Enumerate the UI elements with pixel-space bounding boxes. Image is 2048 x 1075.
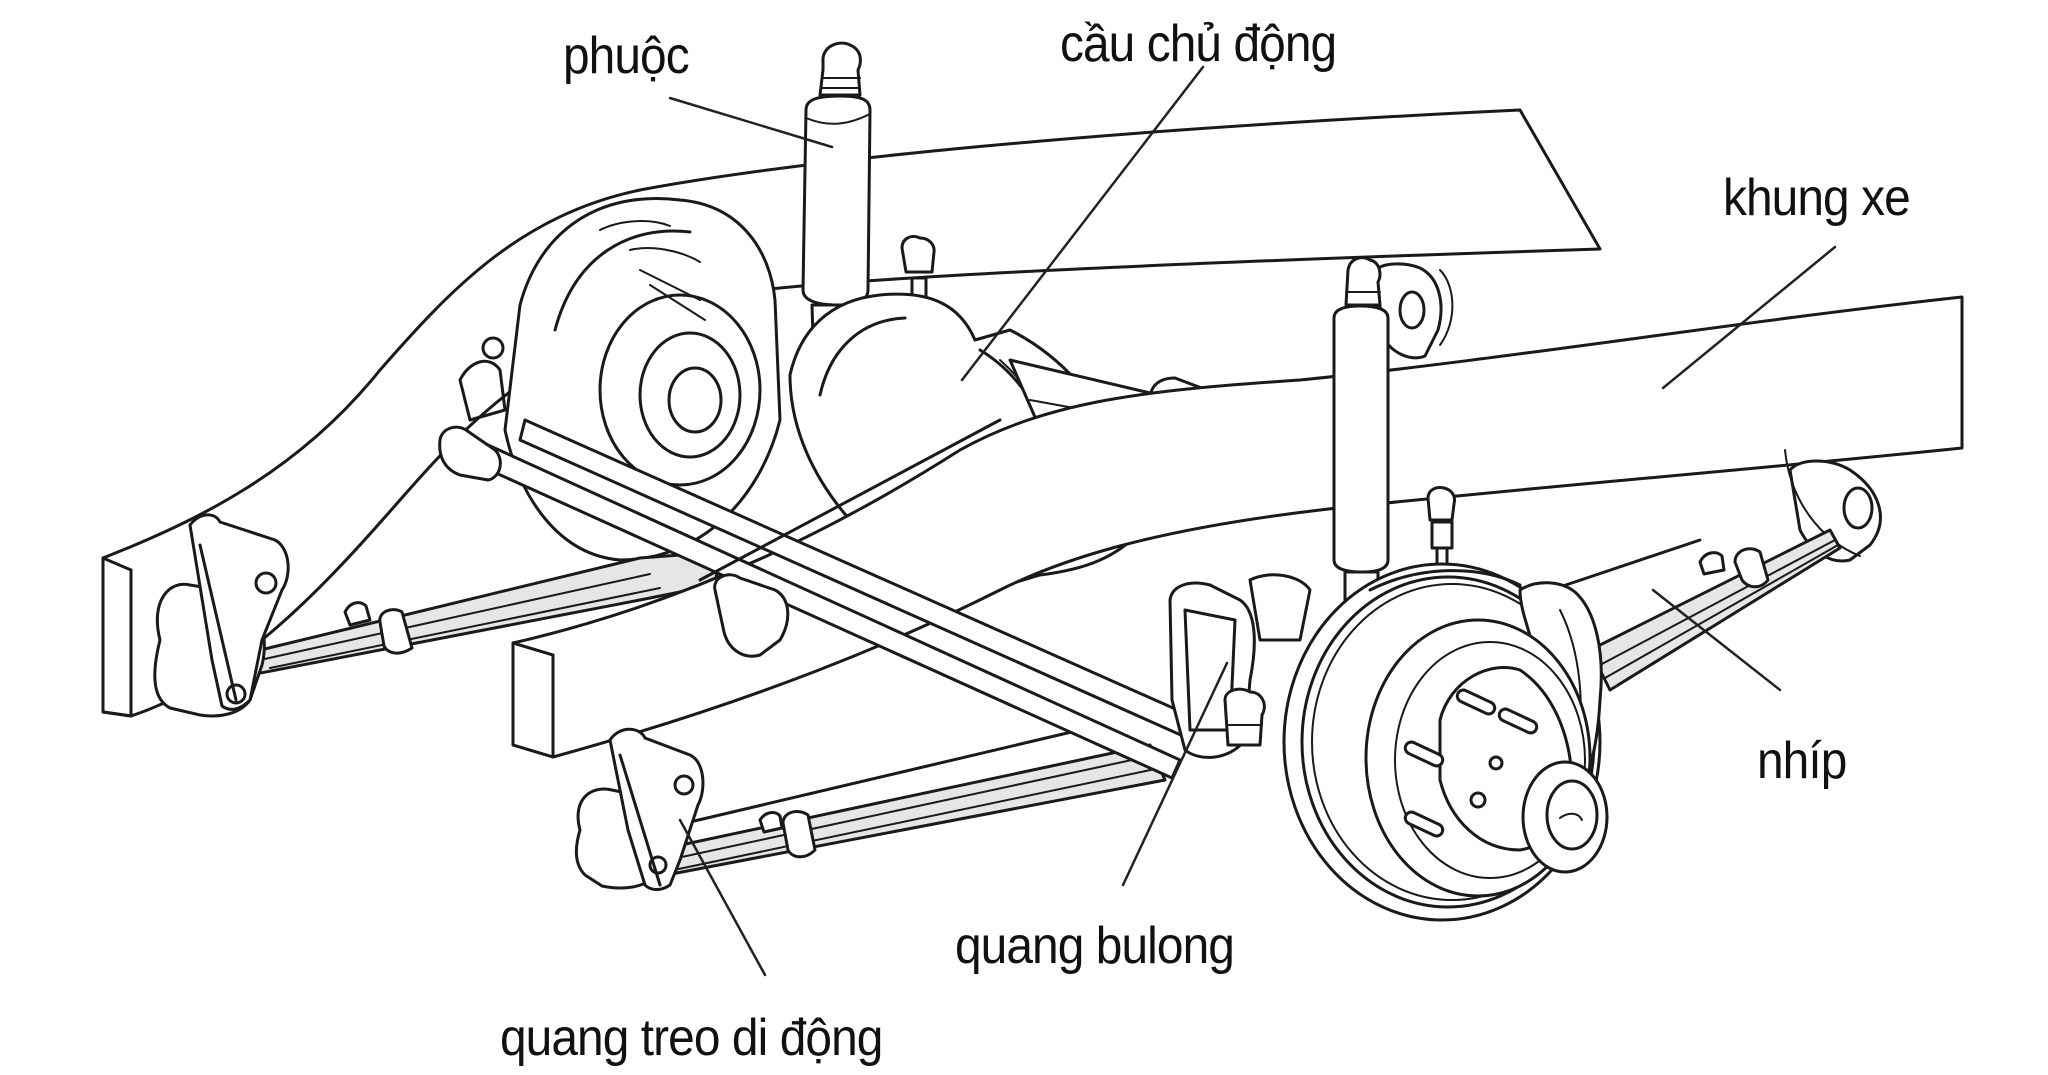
shackle-front bbox=[574, 727, 705, 891]
leader-line-shackle bbox=[678, 818, 767, 977]
wheel-hub bbox=[1364, 618, 1609, 898]
frame-rail-rear bbox=[101, 108, 1602, 718]
leader-line-u-bolt bbox=[1121, 661, 1229, 887]
leader-line-shock bbox=[668, 96, 834, 149]
bump-stop-right bbox=[1426, 486, 1456, 567]
leader-line-leaf-spring bbox=[1651, 588, 1782, 692]
label-drive-axle: cầu chủ động bbox=[1060, 15, 1337, 73]
u-bolt-bracket bbox=[1168, 573, 1312, 759]
leader-line-frame bbox=[1661, 245, 1837, 390]
brake-backing-plate-left bbox=[481, 197, 782, 562]
label-shackle: quang treo di động bbox=[500, 1009, 883, 1067]
label-frame: khung xe bbox=[1723, 169, 1911, 227]
label-shock-absorber: phuộc bbox=[563, 27, 690, 85]
spring-hanger-right bbox=[1784, 449, 1882, 563]
leaf-spring-right bbox=[1543, 528, 1842, 692]
spring-eye-rear-right bbox=[1373, 262, 1454, 360]
leader-lines bbox=[668, 65, 1837, 977]
shackle-rear bbox=[153, 513, 290, 718]
label-u-bolt: quang bulong bbox=[955, 917, 1235, 975]
leader-line-drive-axle bbox=[960, 65, 1205, 382]
label-leaf-spring: nhíp bbox=[1757, 732, 1847, 790]
